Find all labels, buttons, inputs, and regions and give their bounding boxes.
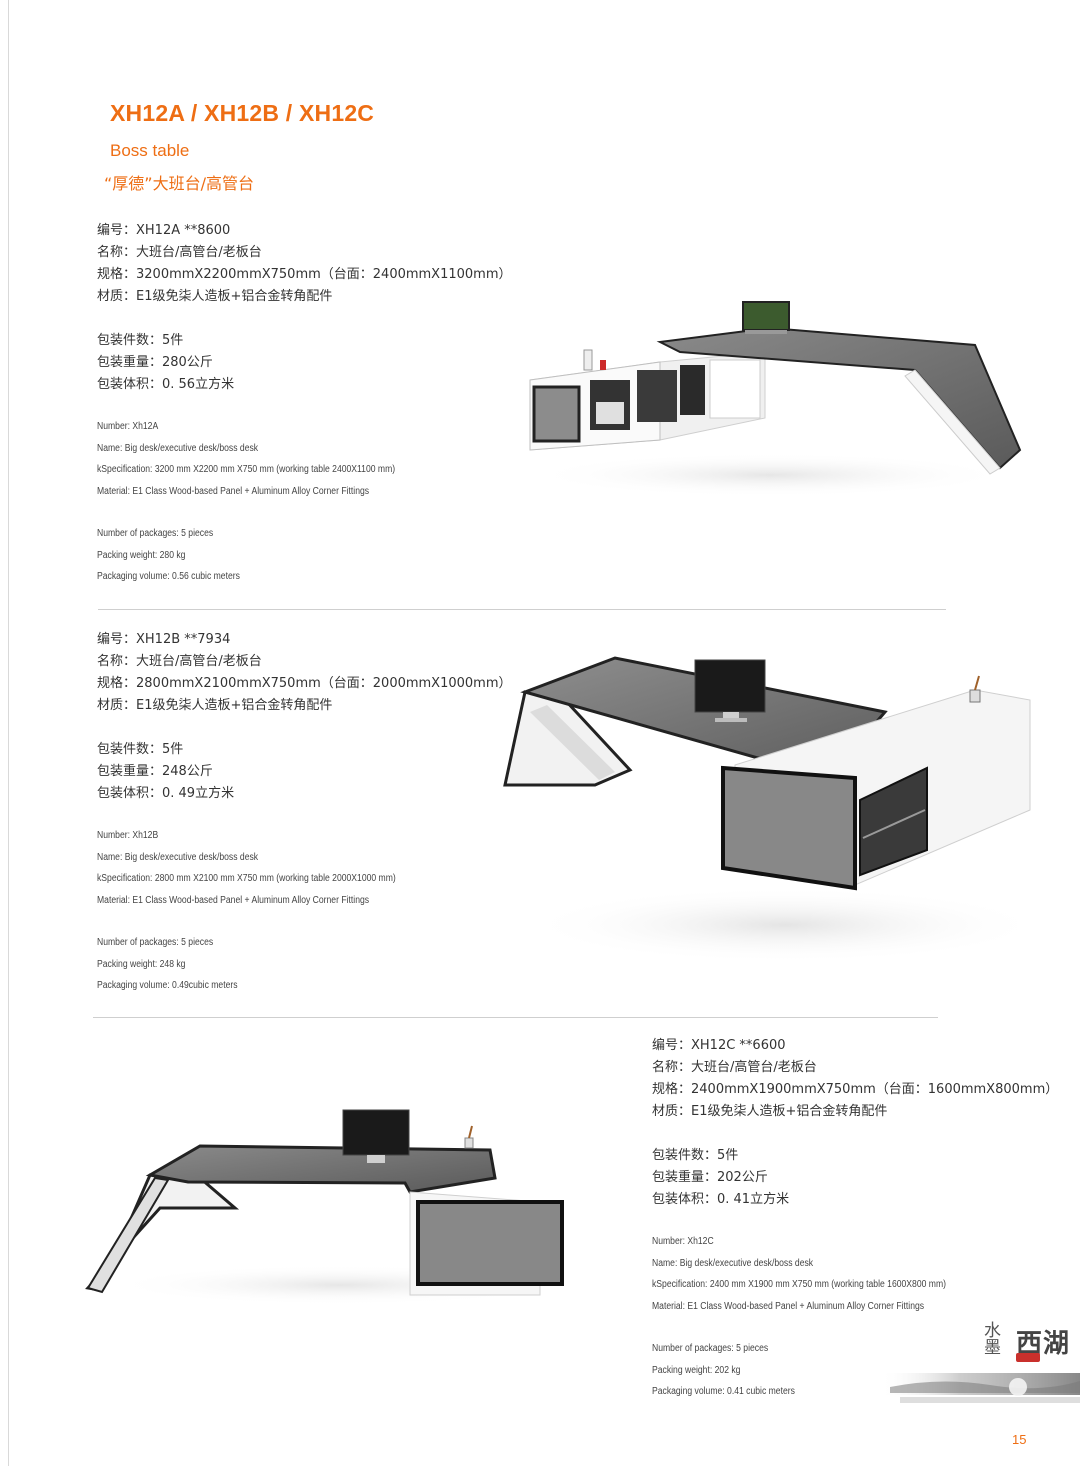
en-spec: kSpecification: 2400 mm X1900 mm X750 mm…	[652, 1279, 946, 1290]
cn-weight: 包装重量：202公斤	[652, 1170, 768, 1185]
page-title: XH12A / XH12B / XH12C	[110, 100, 375, 126]
en-packages: Number of packages: 5 pieces	[652, 1343, 769, 1354]
cn-weight: 包装重量：248公斤	[97, 764, 213, 779]
chinese-title: “厚德”大班台/高管台	[104, 174, 254, 193]
en-volume: Packaging volume: 0.56 cubic meters	[97, 571, 240, 582]
en-weight: Packing weight: 280 kg	[97, 549, 186, 561]
en-number: Number: Xh12B	[97, 830, 159, 841]
desk-xh12b-image	[503, 656, 1040, 963]
en-spec: kSpecification: 2800 mm X2100 mm X750 mm…	[97, 873, 396, 884]
section-divider-2	[93, 1017, 938, 1018]
en-spec: kSpecification: 3200 mm X2200 mm X750 mm…	[97, 464, 396, 475]
cn-name: 名称：大班台/高管台/老板台	[652, 1060, 817, 1075]
en-weight: Packing weight: 202 kg	[652, 1364, 741, 1376]
en-weight: Packing weight: 248 kg	[97, 958, 186, 970]
cn-material: 材质：E1级免柒人造板+铝合金转角配件	[97, 698, 333, 713]
desk-xh12c-image	[85, 1109, 570, 1305]
cn-number: 编号：XH12B **7934	[97, 632, 231, 647]
cn-packages: 包装件数：5件	[652, 1148, 739, 1163]
page-subtitle: Boss table	[110, 141, 190, 160]
section-divider-1	[98, 609, 946, 610]
en-material: Material: E1 Class Wood-based Panel + Al…	[97, 485, 370, 497]
cn-spec: 规格：2400mmX1900mmX750mm（台面：1600mmX800mm）	[652, 1082, 1059, 1097]
en-packages: Number of packages: 5 pieces	[97, 528, 214, 539]
en-name: Name: Big desk/executive desk/boss desk	[652, 1257, 814, 1269]
cn-material: 材质：E1级免柒人造板+铝合金转角配件	[97, 289, 333, 304]
en-packages: Number of packages: 5 pieces	[97, 937, 214, 948]
ink-landscape-image	[880, 1373, 1080, 1403]
en-name: Name: Big desk/executive desk/boss desk	[97, 851, 259, 863]
en-number: Number: Xh12C	[652, 1236, 714, 1247]
logo-small-text: 水墨	[984, 1321, 1001, 1358]
page-margin-line	[8, 0, 9, 1466]
spec-block-xh12c: 编号：XH12C **6600 名称：大班台/高管台/老板台 规格：2400mm…	[652, 1035, 1072, 1403]
logo-seal	[1016, 1353, 1040, 1362]
cn-name: 名称：大班台/高管台/老板台	[97, 245, 262, 260]
cn-weight: 包装重量：280公斤	[97, 355, 213, 370]
cn-volume: 包装体积：0. 56立方米	[97, 377, 235, 392]
en-material: Material: E1 Class Wood-based Panel + Al…	[652, 1300, 925, 1312]
cn-volume: 包装体积：0. 49立方米	[97, 786, 235, 801]
cn-packages: 包装件数：5件	[97, 333, 184, 348]
desk-xh12a-image	[529, 301, 1022, 497]
cn-spec: 规格：2800mmX2100mmX750mm（台面：2000mmX1000mm）	[97, 676, 512, 691]
spec-block-xh12b: 编号：XH12B **7934 名称：大班台/高管台/老板台 规格：2800mm…	[97, 629, 517, 997]
brand-logo: 水墨 西湖	[880, 1315, 1080, 1425]
page-number: 15	[1012, 1432, 1027, 1447]
en-number: Number: Xh12A	[97, 421, 159, 432]
cn-material: 材质：E1级免柒人造板+铝合金转角配件	[652, 1104, 888, 1119]
cn-spec: 规格：3200mmX2200mmX750mm（台面：2400mmX1100mm）	[97, 267, 512, 282]
cn-packages: 包装件数：5件	[97, 742, 184, 757]
spec-block-xh12a: 编号：XH12A **8600 名称：大班台/高管台/老板台 规格：3200mm…	[97, 220, 517, 588]
cn-number: 编号：XH12C **6600	[652, 1038, 786, 1053]
en-volume: Packaging volume: 0.41 cubic meters	[652, 1386, 795, 1397]
cn-number: 编号：XH12A **8600	[97, 223, 231, 238]
en-volume: Packaging volume: 0.49cubic meters	[97, 980, 238, 991]
cn-volume: 包装体积：0. 41立方米	[652, 1192, 790, 1207]
en-name: Name: Big desk/executive desk/boss desk	[97, 442, 259, 454]
cn-name: 名称：大班台/高管台/老板台	[97, 654, 262, 669]
en-material: Material: E1 Class Wood-based Panel + Al…	[97, 894, 370, 906]
